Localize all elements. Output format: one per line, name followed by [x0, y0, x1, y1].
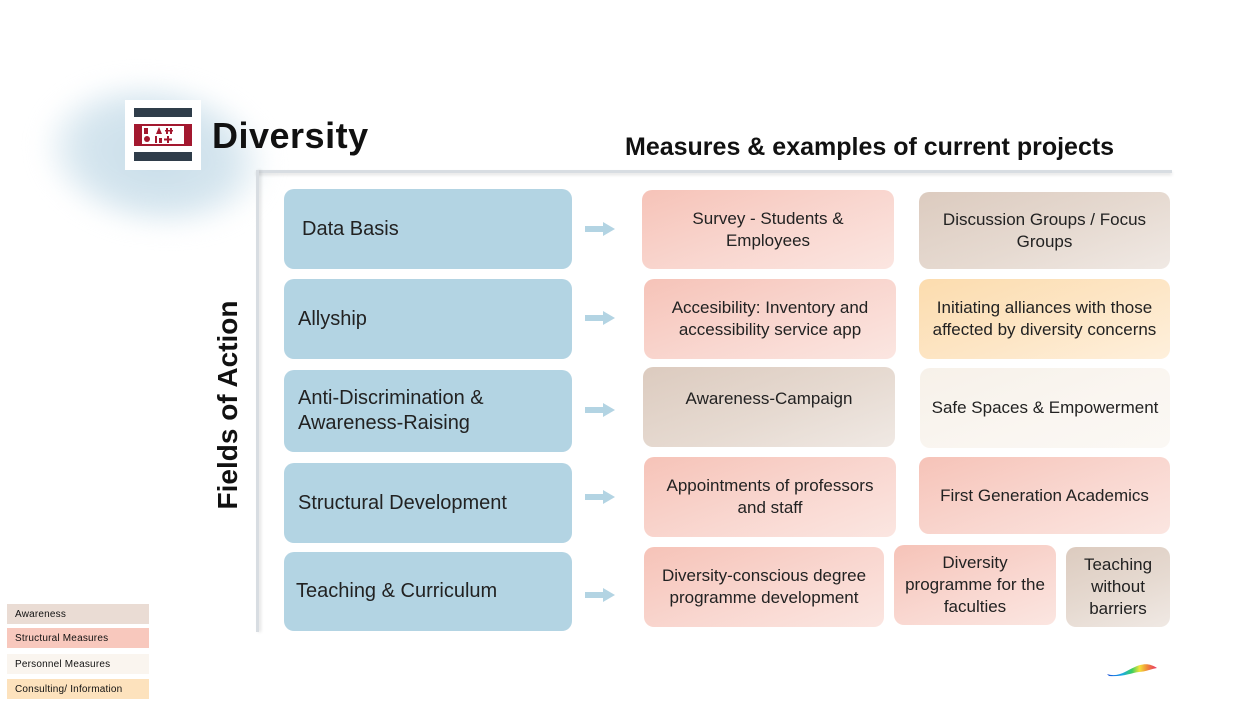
- logo-top-bar: [134, 108, 192, 117]
- measure-card: Safe Spaces & Empowerment: [920, 368, 1170, 448]
- legend-personnel-measures: Personnel Measures: [7, 654, 149, 674]
- legend-structural-measures: Structural Measures: [7, 628, 149, 648]
- field-allyship: Allyship: [284, 279, 572, 359]
- logo-bottom-bar: [134, 152, 192, 161]
- fields-of-action-label: Fields of Action: [212, 300, 243, 510]
- vertical-divider: [256, 170, 259, 632]
- rainbow-swoosh-icon: [1107, 664, 1157, 677]
- measure-card: Discussion Groups / Focus Groups: [919, 192, 1170, 269]
- legend-awareness: Awareness: [7, 604, 149, 624]
- field-structural-development: Structural Development: [284, 463, 572, 543]
- arrow-right-icon: [585, 490, 615, 504]
- legend-consulting-information: Consulting/ Information: [7, 679, 149, 699]
- arrow-right-icon: [585, 222, 615, 236]
- field-anti-discrimination: Anti-Discrimination & Awareness-Raising: [284, 370, 572, 452]
- measure-card: Accesibility: Inventory and accessibilit…: [644, 279, 896, 359]
- arrow-right-icon: [585, 403, 615, 417]
- measure-card: Diversity programme for the faculties: [894, 545, 1056, 625]
- university-logo: [125, 100, 201, 170]
- measure-card: Appointments of professors and staff: [644, 457, 896, 537]
- measure-card: First Generation Academics: [919, 457, 1170, 534]
- measures-heading: Measures & examples of current projects: [625, 133, 1115, 161]
- field-teaching-curriculum: Teaching & Curriculum: [284, 552, 572, 631]
- page-title: Diversity: [212, 115, 369, 156]
- measure-card: Awareness-Campaign: [643, 367, 895, 447]
- horizontal-divider: [256, 170, 1172, 173]
- arrow-right-icon: [585, 311, 615, 325]
- measure-card: Initiating alliances with those affected…: [919, 279, 1170, 359]
- logo-emblem: [134, 124, 192, 146]
- measure-card: Diversity-conscious degree programme dev…: [644, 547, 884, 627]
- measure-card: Survey - Students & Employees: [642, 190, 894, 269]
- arrow-right-icon: [585, 588, 615, 602]
- measure-card: Teaching without barriers: [1066, 547, 1170, 627]
- field-data-basis: Data Basis: [284, 189, 572, 269]
